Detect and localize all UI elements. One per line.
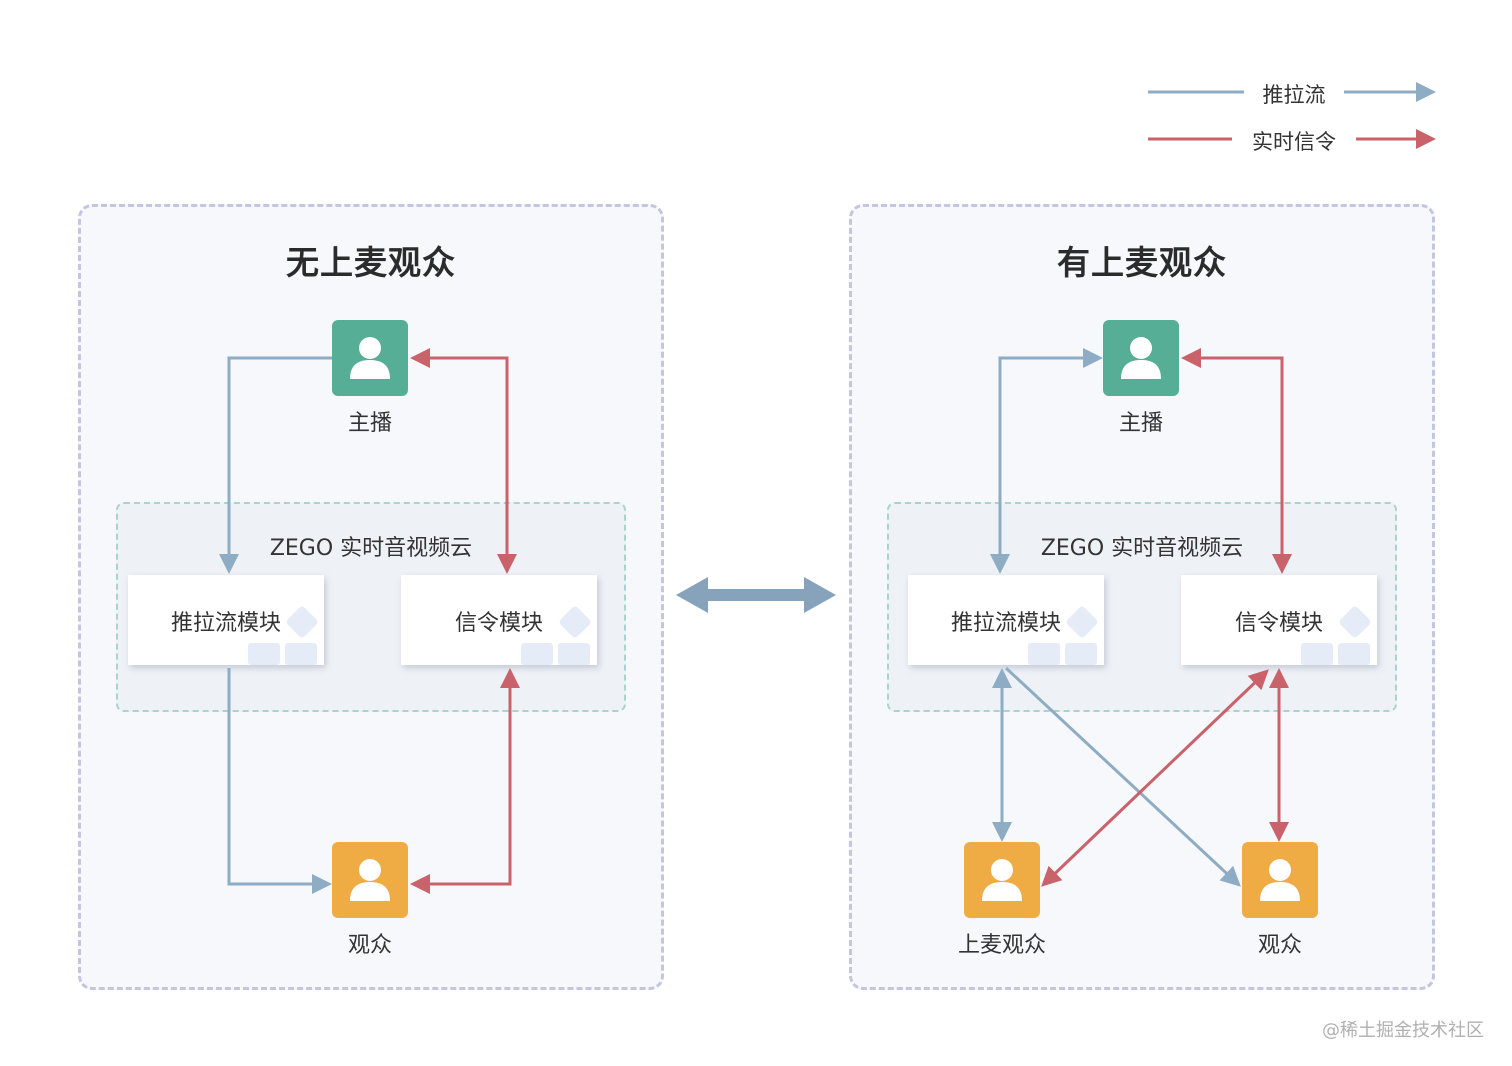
right-panel-title: 有上麦观众 <box>1057 243 1227 282</box>
right-audience-label: 观众 <box>1257 933 1302 958</box>
right-signal-module-label: 信令模块 <box>1234 611 1323 636</box>
right-host-stream-arrow <box>990 348 1103 574</box>
left-stream-module: 推拉流模块 <box>128 575 324 665</box>
right-host-label: 主播 <box>1118 411 1163 436</box>
right-stream-module: 推拉流模块 <box>908 575 1104 665</box>
left-audience-label: 观众 <box>347 933 392 958</box>
left-signal-audience-arrow <box>410 668 520 894</box>
user-icon <box>1121 337 1161 379</box>
left-host-to-stream-arrow <box>219 356 332 574</box>
module-decoration <box>1301 643 1333 665</box>
right-cohost-avatar <box>964 842 1040 918</box>
left-signal-module: 信令模块 <box>401 575 597 665</box>
module-decoration <box>558 643 590 665</box>
right-cohost-label: 上麦观众 <box>957 933 1046 958</box>
module-decoration <box>1065 643 1097 665</box>
legend-signal-label: 实时信令 <box>1252 130 1336 154</box>
right-audience-avatar <box>1242 842 1318 918</box>
legend-stream-label: 推拉流 <box>1262 83 1326 107</box>
left-signal-module-label: 信令模块 <box>454 611 543 636</box>
right-host-avatar <box>1103 320 1179 396</box>
user-icon <box>1260 859 1300 901</box>
left-host-avatar <box>332 320 408 396</box>
module-decoration <box>248 643 280 665</box>
right-stream-module-label: 推拉流模块 <box>950 611 1061 636</box>
left-host-signal-arrow <box>410 348 517 574</box>
right-stream-audience-arrow <box>1004 666 1241 887</box>
right-signal-module: 信令模块 <box>1181 575 1377 665</box>
left-host-label: 主播 <box>347 411 392 436</box>
user-icon <box>982 859 1022 901</box>
module-decoration <box>1338 643 1370 665</box>
user-icon <box>350 337 390 379</box>
module-decoration <box>285 643 317 665</box>
left-stream-module-label: 推拉流模块 <box>170 611 281 636</box>
watermark: @稀土掘金技术社区 <box>1322 1020 1484 1041</box>
left-stream-to-audience-arrow <box>227 668 332 894</box>
left-panel-title: 无上麦观众 <box>286 243 456 282</box>
right-signal-cohost-arrow <box>1041 669 1269 887</box>
module-decoration <box>521 643 553 665</box>
user-icon <box>350 859 390 901</box>
right-host-signal-arrow <box>1181 348 1292 574</box>
left-audience-avatar <box>332 842 408 918</box>
module-decoration <box>1028 643 1060 665</box>
double-arrow-icon <box>676 577 836 613</box>
